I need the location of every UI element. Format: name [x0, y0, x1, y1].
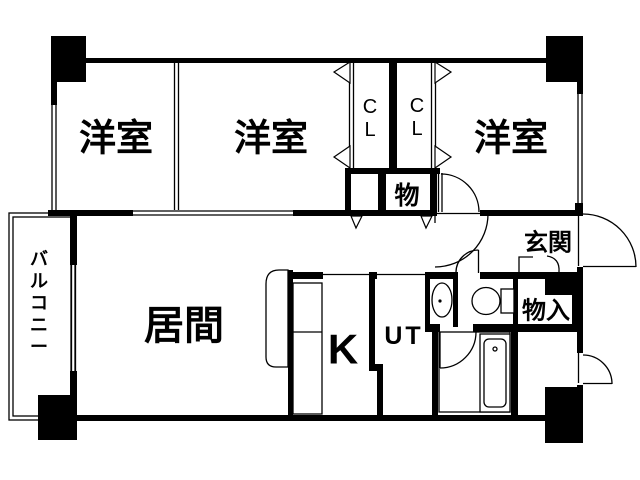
- room-label-western-left: 洋室: [79, 117, 153, 159]
- svg-text:ル: ル: [30, 271, 48, 291]
- pillar-top-left: [51, 36, 86, 82]
- doors: [434, 173, 637, 385]
- closet-left-label-l: L: [364, 119, 375, 141]
- entrance-step: [518, 255, 560, 273]
- windows: [51, 94, 583, 371]
- room-label-storage-closet: 物入: [522, 298, 570, 325]
- hall-door-arc: [434, 213, 489, 268]
- pillars: [38, 36, 583, 443]
- bathtub-inner: [483, 338, 507, 408]
- svg-text:ー: ー: [30, 337, 48, 357]
- room-label-balcony: バ ル コ ニ ー: [30, 249, 48, 357]
- svg-text:コ: コ: [30, 293, 48, 313]
- room-label-storage: 物: [394, 182, 419, 210]
- room-label-entrance: 玄関: [524, 229, 572, 257]
- room-label-living: 居間: [144, 304, 224, 348]
- svg-text:ニ: ニ: [30, 315, 48, 335]
- bedroom3-door-arc: [440, 173, 480, 213]
- bathtub-drain: [492, 346, 498, 352]
- walls: [48, 58, 583, 421]
- pillar-bottom-right: [545, 387, 583, 443]
- room-label-western-center: 洋室: [234, 117, 308, 159]
- trunk-door-arc: [582, 354, 613, 385]
- room-label-utility: UT: [384, 322, 423, 350]
- fixtures: [265, 269, 515, 415]
- washbasin: [431, 282, 453, 318]
- svg-text:バ: バ: [30, 249, 48, 269]
- washbasin-faucet: [438, 299, 442, 303]
- toilet-bowl: [471, 286, 501, 316]
- living-counter: [265, 269, 289, 368]
- closet-right-label-c: C: [410, 95, 424, 117]
- room-label-kitchen: K: [328, 326, 358, 373]
- closet-door-marks: [332, 60, 453, 230]
- kitchen-counter: [292, 282, 323, 415]
- closet-right-label-l: L: [411, 118, 422, 140]
- toilet-door-arc: [455, 249, 479, 274]
- toilet-tank: [500, 288, 515, 314]
- pillar-top-right: [546, 36, 583, 82]
- bath-door-arc: [439, 331, 477, 369]
- room-label-western-right: 洋室: [474, 117, 548, 159]
- front-door-arc: [582, 213, 637, 268]
- pillar-bottom-left: [38, 395, 77, 440]
- closet-left-label-c: C: [363, 96, 377, 118]
